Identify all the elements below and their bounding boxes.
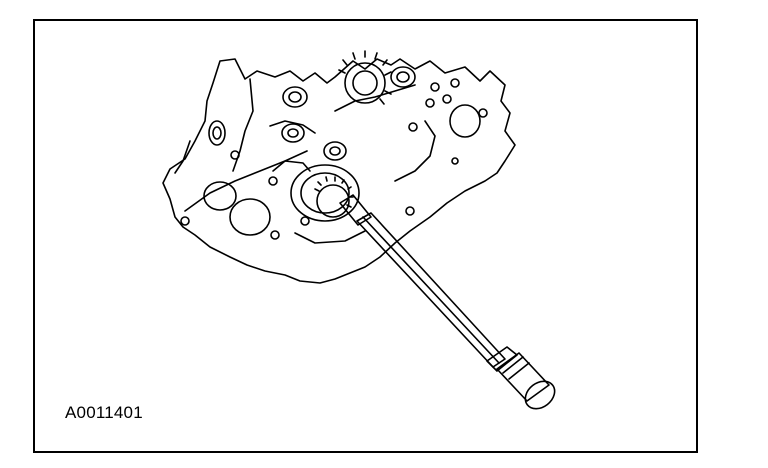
figure-id-label: A0011401 [65,403,143,422]
tool-shaft [339,194,506,368]
housing-ridge-5 [174,140,191,174]
housing-holes [180,66,488,240]
housing-ridge-2 [232,78,254,172]
housing-ridge-4 [394,120,436,182]
figure-frame: A0011401 [33,19,698,453]
housing-ridge [184,150,308,212]
tool-handle [486,346,556,410]
top-gear [338,50,392,105]
housing-ridge-3 [334,84,416,112]
engine-tool-illustration [162,50,556,410]
housing-ridge-6 [269,120,316,134]
pump-bore [272,160,366,244]
housing-outline [162,58,516,284]
